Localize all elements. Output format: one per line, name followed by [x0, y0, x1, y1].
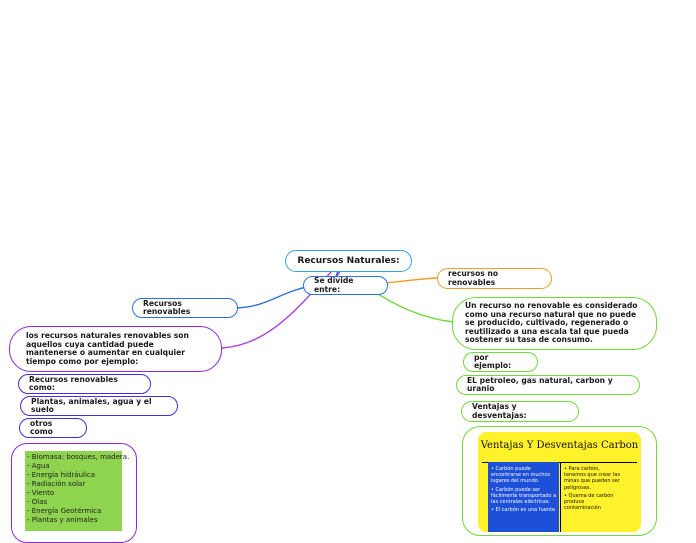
otros-list-item: - Plantas y animales	[27, 516, 120, 525]
otros-list-item: - Biomasa: bosques, madera.	[27, 453, 120, 462]
table-title: Ventajas Y Desventajas Carbon	[478, 440, 641, 451]
ventajas-table-image: Ventajas Y Desventajas Carbon Carbón pue…	[478, 432, 641, 532]
renov-como-label: Recursos renovables como:	[29, 376, 140, 393]
por-ejemplo-label: por ejemplo:	[474, 354, 527, 371]
petroleo-label: EL petroleo, gas natural, carbon y urani…	[467, 377, 629, 394]
por-ejemplo-node[interactable]: por ejemplo:	[463, 352, 538, 372]
table-bullet: Para carbón, tenemos que crear las minas…	[564, 466, 620, 491]
divide-label: Se divide entre:	[314, 277, 377, 294]
otros-list-item: - Agua	[27, 462, 120, 471]
no-renovables-node[interactable]: recursos no renovables	[437, 268, 552, 289]
petroleo-node[interactable]: EL petroleo, gas natural, carbon y urani…	[456, 375, 640, 395]
no-renov-definition-node[interactable]: Un recurso no renovable es considerado c…	[452, 297, 657, 350]
root-label: Recursos Naturales:	[297, 256, 399, 266]
table-bullet: Quema de carbón produce contaminación	[564, 493, 620, 512]
table-right-column: Para carbón, tenemos que crear las minas…	[564, 466, 620, 513]
no-renov-definition-label: Un recurso no renovable es considerado c…	[465, 302, 644, 345]
ventajas-node[interactable]: Ventajas y desventajas:	[461, 401, 579, 422]
otros-list-item: - Radiación solar	[27, 480, 120, 489]
no-renovables-label: recursos no renovables	[448, 270, 541, 287]
otros-list-item: - Energía Geotérmica	[27, 507, 120, 516]
otros-list-item: - Olas	[27, 498, 120, 507]
renovables-node[interactable]: Recursos renovables	[132, 298, 238, 318]
root-node[interactable]: Recursos Naturales:	[285, 250, 412, 272]
otros-list-item: - Energía hidráulica	[27, 471, 120, 480]
otros-list-image: - Biomasa: bosques, madera.- Agua- Energ…	[25, 451, 122, 531]
ventajas-label: Ventajas y desventajas:	[472, 403, 568, 420]
table-bullet: El carbón es una fuente	[491, 507, 557, 513]
otros-node[interactable]: otros como	[19, 418, 87, 438]
plantas-node[interactable]: Plantas, animales, agua y el suelo	[20, 396, 178, 416]
renov-como-node[interactable]: Recursos renovables como:	[18, 374, 151, 394]
renovables-label: Recursos renovables	[143, 300, 227, 317]
otros-label: otros como	[30, 420, 76, 437]
table-left-column: Carbón puede encontrarse en muchos lugar…	[491, 466, 557, 515]
divide-node[interactable]: Se divide entre:	[303, 276, 388, 295]
renov-definition-label: los recursos naturales renovables son aq…	[26, 332, 205, 366]
table-bullet: Carbón puede encontrarse en muchos lugar…	[491, 466, 557, 485]
table-bullet: Carbón puede ser fácilmente transportado…	[491, 487, 557, 506]
otros-list-item: - Viento	[27, 489, 120, 498]
renov-definition-node[interactable]: los recursos naturales renovables son aq…	[9, 326, 222, 372]
plantas-label: Plantas, animales, agua y el suelo	[31, 398, 167, 415]
